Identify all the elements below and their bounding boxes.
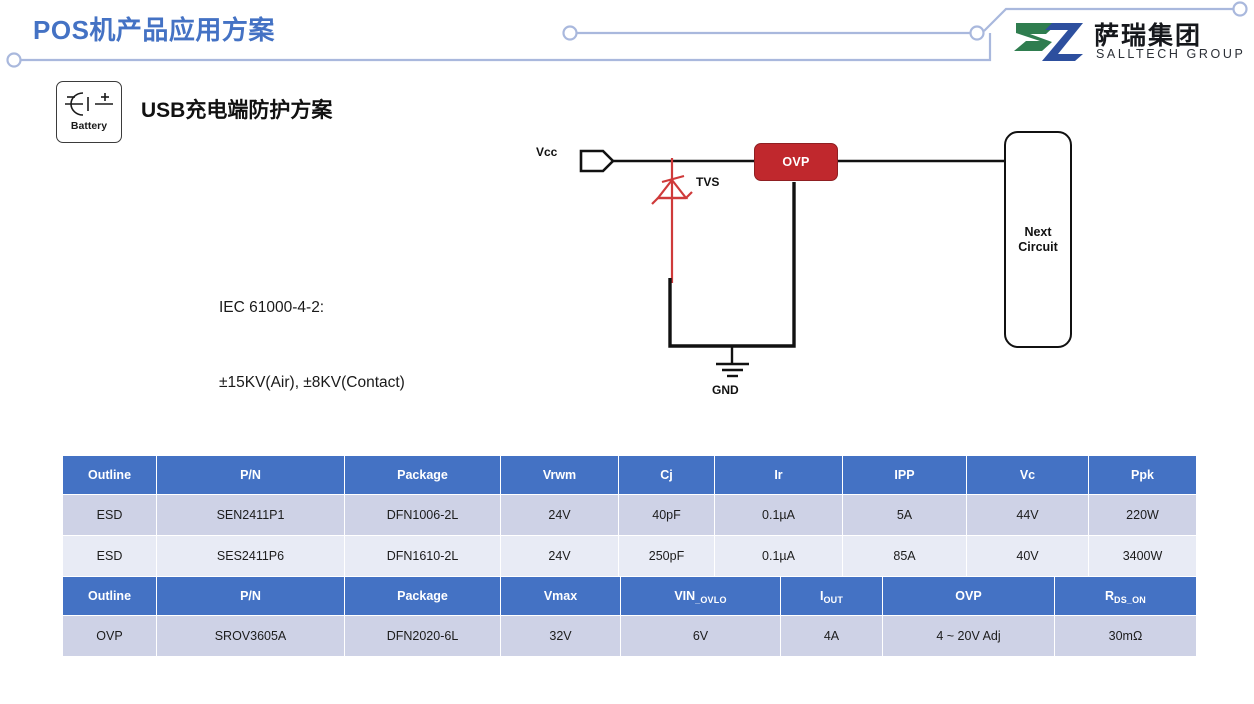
th-ir: Ir bbox=[714, 455, 843, 495]
salltech-logo-mark bbox=[1014, 23, 1083, 61]
th-ovp: OVP bbox=[882, 576, 1055, 616]
deco-node-left bbox=[6, 52, 22, 68]
tvs-diode-icon bbox=[651, 174, 693, 205]
th-outline: Outline bbox=[62, 576, 157, 616]
next-circuit-line1: Next bbox=[1024, 224, 1052, 239]
table-row: OVP SROV3605A DFN2020-6L 32V 6V 4A 4 ~ 2… bbox=[62, 615, 1197, 657]
section-heading-latin: USB bbox=[141, 99, 186, 122]
cell-ir: 0.1µA bbox=[714, 494, 843, 536]
gnd-label: GND bbox=[712, 383, 739, 397]
table-row: ESD SEN2411P1 DFN1006-2L 24V 40pF 0.1µA … bbox=[62, 494, 1197, 536]
cell-ipp: 85A bbox=[842, 535, 967, 577]
th-rdson-base: R bbox=[1104, 589, 1114, 603]
deco-node-right bbox=[1232, 1, 1248, 17]
cell-iout: 4A bbox=[780, 615, 883, 657]
cell-pn: SEN2411P1 bbox=[156, 494, 345, 536]
cell-vrwm: 24V bbox=[500, 494, 619, 536]
cell-pn: SES2411P6 bbox=[156, 535, 345, 577]
logo-chinese-name: 萨瑞集团 bbox=[1094, 21, 1203, 50]
section-heading-cn: 充电端防护方案 bbox=[185, 97, 333, 122]
ovp-block: OVP bbox=[754, 143, 838, 181]
battery-badge: Battery bbox=[56, 81, 122, 143]
th-vrwm: Vrwm bbox=[500, 455, 619, 495]
cell-ppk: 3400W bbox=[1088, 535, 1197, 577]
spec-note-line2: ±15KV(Air), ±8KV(Contact) bbox=[219, 374, 405, 391]
cell-ppk: 220W bbox=[1088, 494, 1197, 536]
cell-vin-ovlo: 6V bbox=[620, 615, 781, 657]
th-pn: P/N bbox=[156, 455, 345, 495]
table-header-row: Outline P/N Package Vmax VIN_OVLO IOUT O… bbox=[62, 576, 1197, 616]
page-title: POS机产品应用方案 bbox=[33, 15, 275, 45]
logo-english-name: SALLTECH GROUP bbox=[1096, 47, 1246, 61]
th-package: Package bbox=[344, 576, 501, 616]
cell-package: DFN1610-2L bbox=[344, 535, 501, 577]
circuit-diagram: Vcc TVS GND bbox=[536, 145, 1004, 397]
esd-spec-note: IEC 61000-4-2: ±15KV(Air), ±8KV(Contact) bbox=[219, 245, 405, 445]
deco-node-mid bbox=[562, 25, 578, 41]
cell-outline: ESD bbox=[62, 494, 157, 536]
table-row: ESD SES2411P6 DFN1610-2L 24V 250pF 0.1µA… bbox=[62, 535, 1197, 577]
th-iout-base: I bbox=[819, 589, 824, 603]
cell-pn: SROV3605A bbox=[156, 615, 345, 657]
th-rdson-sub: DS_ON bbox=[1114, 595, 1147, 605]
th-outline: Outline bbox=[62, 455, 157, 495]
esd-spec-table: Outline P/N Package Vrwm Cj Ir IPP Vc Pp… bbox=[62, 455, 1197, 577]
cell-outline: ESD bbox=[62, 535, 157, 577]
th-vin-ovlo: VIN_OVLO bbox=[620, 576, 781, 616]
vcc-connector-icon bbox=[579, 149, 615, 173]
cell-vc: 40V bbox=[966, 535, 1089, 577]
th-vmax: Vmax bbox=[500, 576, 621, 616]
cell-vmax: 32V bbox=[500, 615, 621, 657]
th-ipp: IPP bbox=[842, 455, 967, 495]
gnd-icon bbox=[716, 362, 749, 378]
cell-vc: 44V bbox=[966, 494, 1089, 536]
th-ppk: Ppk bbox=[1088, 455, 1197, 495]
table-header-row: Outline P/N Package Vrwm Cj Ir IPP Vc Pp… bbox=[62, 455, 1197, 495]
next-circuit-line2: Circuit bbox=[1018, 239, 1058, 254]
ovp-spec-table: Outline P/N Package Vmax VIN_OVLO IOUT O… bbox=[62, 576, 1197, 657]
th-rdson: RDS_ON bbox=[1054, 576, 1197, 616]
cell-cj: 250pF bbox=[618, 535, 715, 577]
th-vin-base: VIN bbox=[674, 589, 696, 603]
cell-cj: 40pF bbox=[618, 494, 715, 536]
next-circuit-block: Next Circuit bbox=[1004, 131, 1072, 348]
battery-label: Battery bbox=[70, 120, 108, 132]
cell-outline: OVP bbox=[62, 615, 157, 657]
th-cj: Cj bbox=[618, 455, 715, 495]
th-vc: Vc bbox=[966, 455, 1089, 495]
company-logo: 萨瑞集团 SALLTECH GROUP bbox=[1012, 14, 1244, 70]
wire-ground-rail bbox=[668, 182, 796, 348]
cell-package: DFN2020-6L bbox=[344, 615, 501, 657]
tvs-label: TVS bbox=[696, 175, 719, 189]
cell-rdson: 30mΩ bbox=[1054, 615, 1197, 657]
cell-ovp: 4 ~ 20V Adj bbox=[882, 615, 1055, 657]
cell-ipp: 5A bbox=[842, 494, 967, 536]
cell-package: DFN1006-2L bbox=[344, 494, 501, 536]
cell-ir: 0.1µA bbox=[714, 535, 843, 577]
th-iout-sub: OUT bbox=[823, 595, 844, 605]
th-package: Package bbox=[344, 455, 501, 495]
section-heading: USB充电端防护方案 bbox=[141, 94, 332, 124]
battery-icon bbox=[65, 92, 113, 116]
th-vin-sub: _OVLO bbox=[695, 595, 727, 605]
th-iout: IOUT bbox=[780, 576, 883, 616]
header-decoration bbox=[6, 1, 1248, 68]
vcc-label: Vcc bbox=[536, 145, 558, 159]
spec-note-line1: IEC 61000-4-2: bbox=[219, 299, 325, 316]
deco-node-junction bbox=[969, 25, 985, 41]
cell-vrwm: 24V bbox=[500, 535, 619, 577]
th-pn: P/N bbox=[156, 576, 345, 616]
